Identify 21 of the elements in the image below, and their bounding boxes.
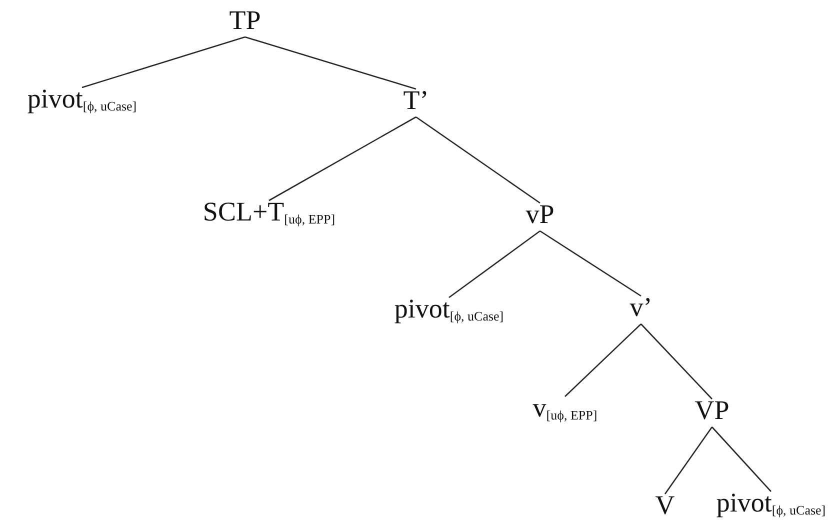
tree-node-label: TP [229, 5, 261, 35]
tree-branch [540, 230, 642, 297]
tree-node-label: pivot$_{[ϕ, uCase]}$ [27, 84, 137, 118]
tree-branch [416, 116, 540, 204]
tree-branch [712, 426, 772, 492]
tree-node-label: v$_{[uϕ, EPP]}$ [532, 392, 598, 428]
tree-node-label: pivot$_{[ϕ, uCase]}$ [716, 488, 826, 522]
tree-branch [564, 324, 642, 397]
tree-node-label: T’ [403, 85, 429, 115]
tree-node-label: SCL+T$_{[uϕ, EPP]}$ [202, 196, 336, 232]
tree-node-label: VP [694, 395, 730, 425]
tree-branch [268, 116, 416, 202]
tree-branch [244, 36, 416, 90]
tree-node-label: V [655, 490, 675, 520]
tree-node-label: vP [526, 199, 554, 229]
tree-branch [640, 324, 712, 400]
tree-node-label: pivot$_{[ϕ, uCase]}$ [394, 294, 504, 328]
tree-node-label: v’ [630, 292, 652, 322]
tree-branch [448, 230, 540, 298]
tree-branch [82, 36, 246, 88]
tree-branch [664, 426, 713, 494]
